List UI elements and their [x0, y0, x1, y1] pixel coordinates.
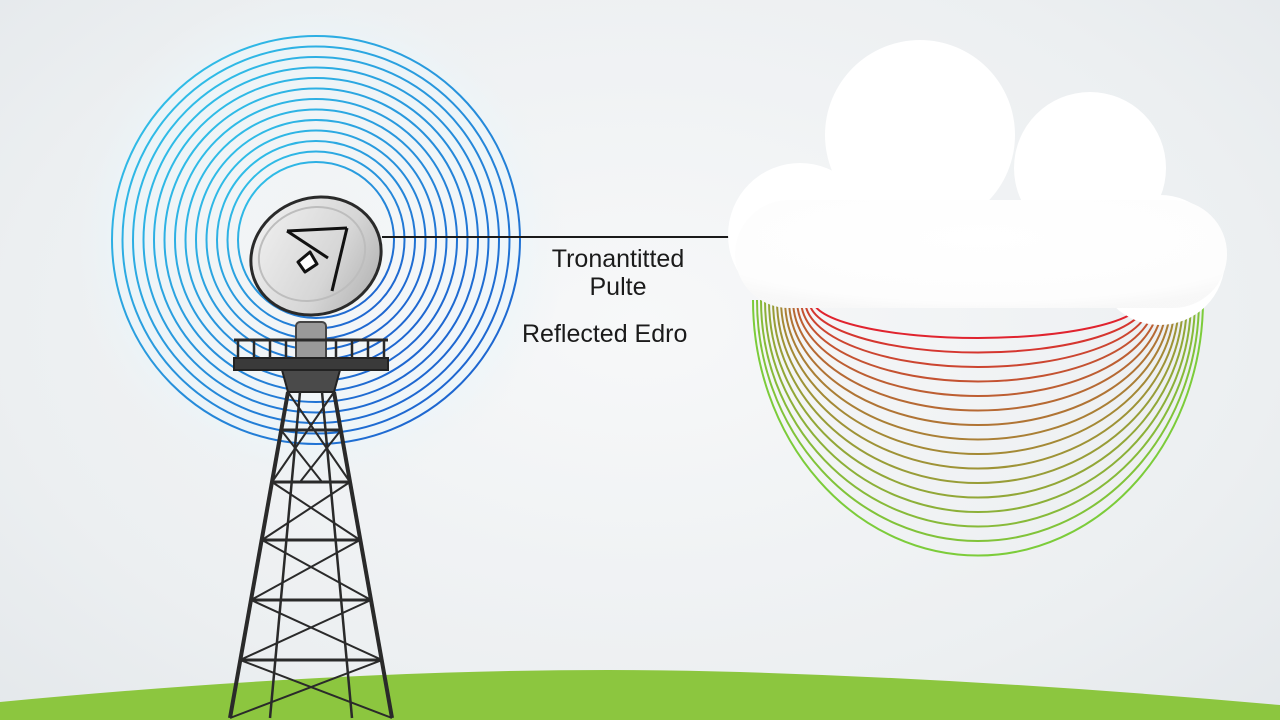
echo-arc: [776, 300, 1180, 470]
echo-arc: [808, 300, 1148, 354]
ground: [0, 670, 1280, 720]
echo-arc: [764, 300, 1192, 513]
echo-arcs: [752, 300, 1204, 557]
echo-arc: [800, 300, 1156, 383]
echo-arc: [784, 300, 1172, 441]
echo-arc: [768, 300, 1188, 499]
transmit-wave-ring: [111, 35, 521, 445]
cloud-icon: [728, 40, 1227, 325]
echo-arc: [756, 300, 1200, 542]
echo-arc: [760, 300, 1196, 528]
echo-arc: [780, 300, 1176, 455]
echo-arc: [812, 300, 1144, 339]
transmitted-pulse-label-line1: Tronantitted: [551, 245, 685, 273]
radar-dish-icon: [249, 195, 383, 317]
transmit-wave-ring: [237, 161, 395, 319]
reflected-echo-label: Reflected Edro: [522, 320, 688, 348]
echo-arc: [772, 300, 1184, 484]
echo-arc: [788, 300, 1168, 426]
radar-tower: [228, 321, 394, 719]
echo-arc: [792, 300, 1164, 412]
transmit-wave-ring: [132, 56, 500, 424]
echo-arc: [752, 300, 1204, 557]
transmit-wave-ring: [153, 77, 479, 403]
echo-arc: [804, 300, 1152, 368]
transmitted-pulse-label-line2: Pulte: [589, 273, 647, 301]
transmit-wave-ring: [142, 66, 490, 414]
echo-arc: [796, 300, 1160, 397]
